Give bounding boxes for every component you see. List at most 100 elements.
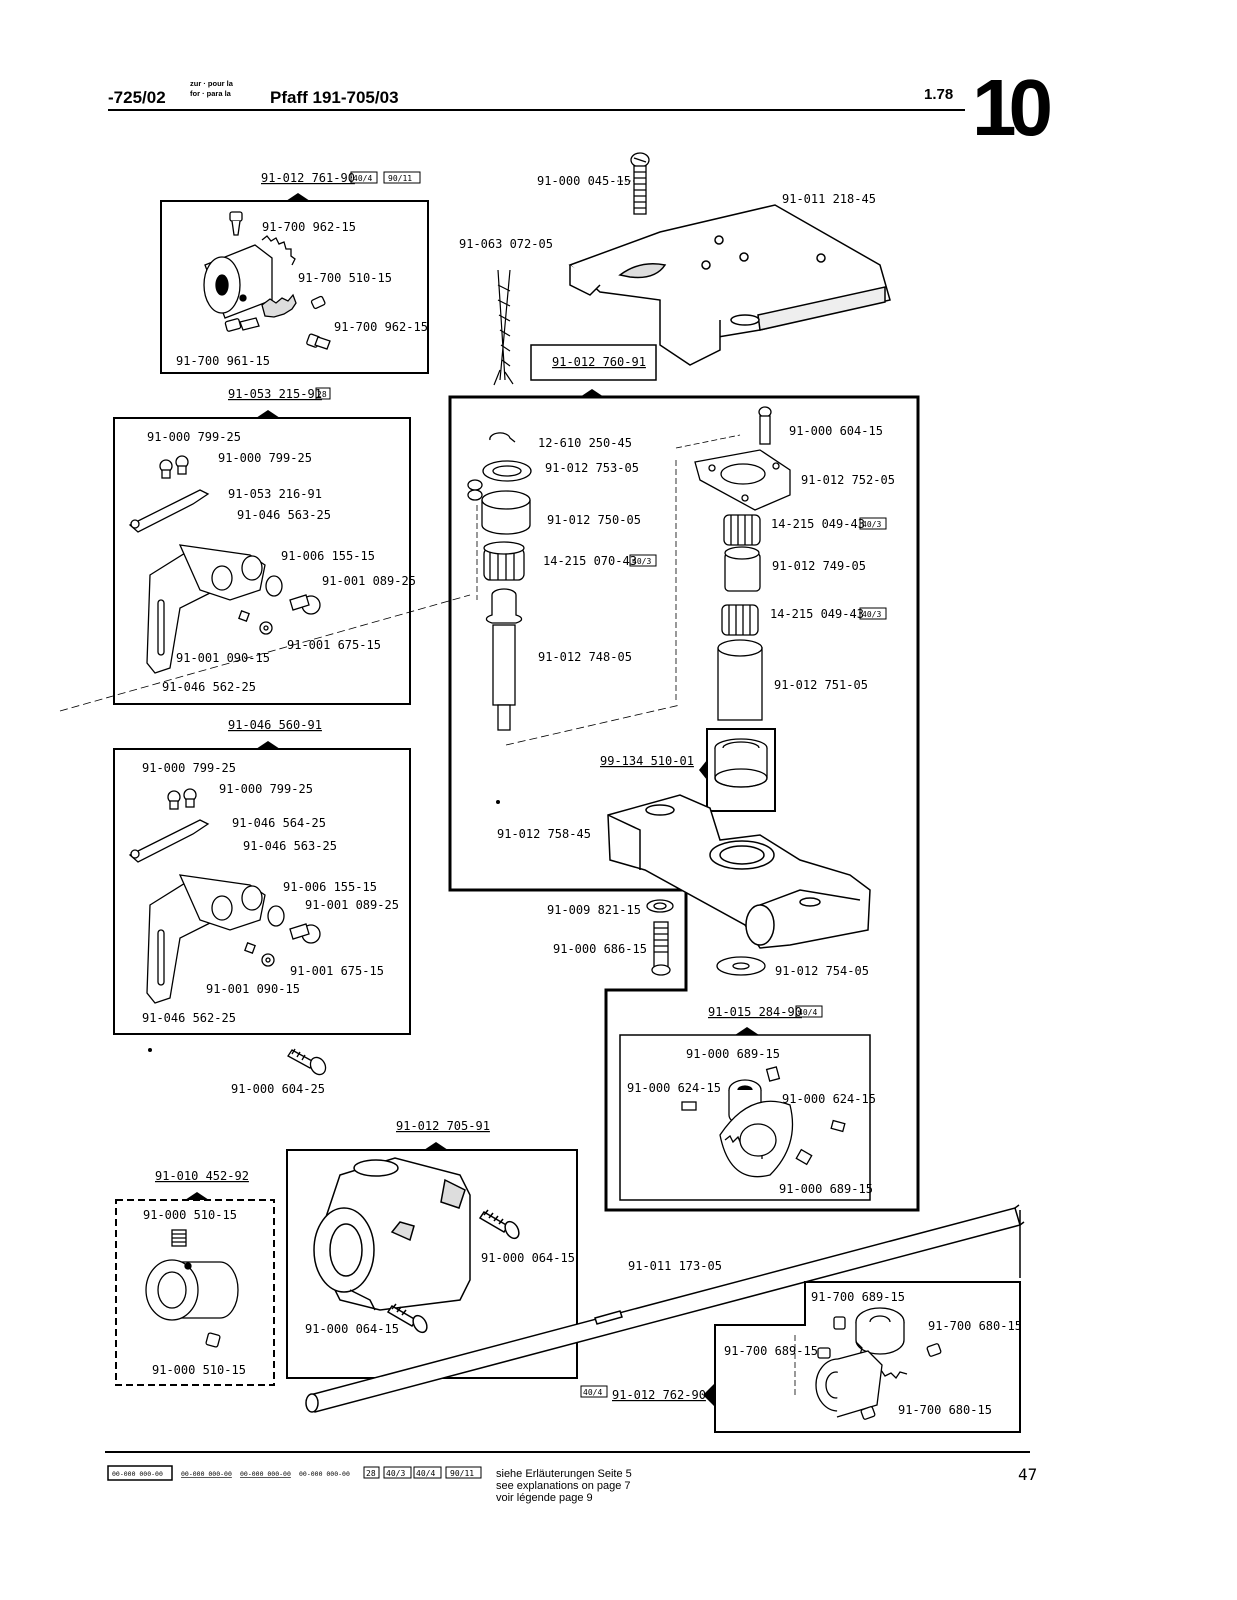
washer-screw-drawing [646,899,766,976]
legend-sample: 00-000 000-00 [181,1470,232,1478]
tag-label: 40/4 [798,1008,817,1017]
part-label: 91-700 689-15 [724,1344,818,1358]
tag-label: 90/11 [388,174,412,183]
assembly-91-046-560-91: 91-046 560-91 91-000 799-25 91-000 799-2… [113,718,411,1035]
part-label: 91-000 064-15 [305,1322,399,1336]
part-label: 91-000 045-15 [537,174,631,188]
part-label: 91-006 155-15 [281,549,375,563]
assembly-number: 91-012 762-90 [612,1388,706,1402]
tag-label: 40/3 [862,520,881,529]
part-label: 91-011 218-45 [782,192,876,206]
part-label: 91-009 821-15 [547,903,641,917]
part-label: 91-000 624-15 [782,1092,876,1106]
part-label: 91-000 689-15 [686,1047,780,1061]
page-group-number: 10 [972,63,1050,152]
needle-guard-bracket-drawing [128,788,321,1004]
top-plate-group: 91-000 045-15 91-011 218-45 91-063 072-0… [459,152,891,386]
pointer-triangle [735,1027,759,1035]
part-label: 91-046 564-25 [232,816,326,830]
ref-number: -725/02 [108,88,166,107]
tag-label: 40/3 [862,610,881,619]
tag-box [445,1466,482,1479]
part-label: 91-700 510-15 [298,271,392,285]
part-label: 91-046 562-25 [142,1011,236,1025]
part-label: 91-700 689-15 [811,1290,905,1304]
part-label: 91-700 680-15 [898,1403,992,1417]
crank-gear-drawing [815,1307,942,1420]
tag-box [629,554,657,567]
kit-number: 99-134 510-01 [600,754,694,768]
assembly-91-012-705-91: 91-012 705-91 91-000 064-15 91-000 064-1… [286,1119,578,1379]
assembly-number: 91-053 215-91 [228,387,322,401]
part-label: 91-000 510-15 [143,1208,237,1222]
note-fr: voir légende page 9 [496,1492,593,1504]
pointer-triangle [256,741,280,749]
legend-tag: 90/11 [450,1469,474,1478]
prep-line-2: for · para la [190,89,232,98]
tag-label: 40/3 [632,557,651,566]
part-label: 91-000 604-15 [789,424,883,438]
screw-drawing [630,152,650,215]
bevel-gear-drawing [681,1066,846,1178]
dashed-reference-line [59,594,471,712]
bevel-gear-collar-drawing [203,211,331,350]
assembly-number: 91-012 705-91 [396,1119,490,1133]
legend-tag: 28 [366,1469,376,1478]
pointer-triangle [699,760,707,780]
assembly-label-frame [530,344,657,381]
legend-tag: 40/3 [386,1469,405,1478]
part-label: 91-000 799-25 [142,761,236,775]
seal-ring-drawing [714,738,768,788]
part-label: 91-001 675-15 [290,964,384,978]
assembly-number: 91-015 284-90 [708,1005,802,1019]
part-label: 91-001 090-15 [176,651,270,665]
assembly-91-015-284-90: 91-015 284-90 40/4 91-000 689-15 91-000 … [619,1005,876,1201]
throat-plate-support-drawing [568,204,891,366]
part-label: 91-700 961-15 [176,354,270,368]
part-label: 91-700 680-15 [928,1319,1022,1333]
part-label: 91-000 799-25 [147,430,241,444]
tag-box [350,171,378,184]
page-footer: 00-000 000-00 00-000 000-00 00-000 000-0… [105,1451,1037,1504]
part-label: 14-215 049-43 [770,607,864,621]
pointer-triangle [580,389,604,397]
assembly-91-012-760-91: 91-012 760-91 [448,344,920,1212]
part-label: 91-012 752-05 [801,473,895,487]
part-label: 91-046 563-25 [237,508,331,522]
legend-sample: 00-000 000-00 [240,1470,291,1478]
assembly-number: 91-046 560-91 [228,718,322,732]
tag-box [859,517,887,530]
group-frame [448,395,920,1212]
assembly-number: 91-010 452-92 [155,1169,249,1183]
part-label: 91-001 089-25 [305,898,399,912]
part-label: 91-046 563-25 [243,839,337,853]
part-label: 91-700 962-15 [262,220,356,234]
prep-line-1: zur · pour la [190,79,234,88]
part-label: 91-046 562-25 [162,680,256,694]
legend-sample: 00-000 000-00 [112,1470,163,1478]
legend-framed-number [107,1465,173,1481]
pointer-triangle [424,1142,448,1150]
thread-wire-drawing [493,269,514,386]
part-label: 91-012 751-05 [774,678,868,692]
part-label: 91-012 758-45 [497,827,591,841]
part-label: 91-000 624-15 [627,1081,721,1095]
issue-date: 1.78 [924,86,953,103]
part-label: 91-000 604-25 [231,1082,325,1096]
legend-tag: 40/4 [416,1469,435,1478]
part-label: 91-000 064-15 [481,1251,575,1265]
group-frame [113,748,411,1035]
tag-box [383,171,421,184]
note-en: see explanations on page 7 [496,1480,631,1492]
part-label: 91-012 750-05 [547,513,641,527]
pointer-triangle [286,193,310,201]
tag-box [315,387,331,400]
bearing-housing-drawing [313,1157,520,1334]
needle-bar-bushing-drawing [467,432,532,731]
part-label: 91-001 675-15 [287,638,381,652]
part-label: 91-012 749-05 [772,559,866,573]
assembly-number: 91-012 760-91 [552,355,646,369]
shaft-group: 91-011 173-05 [305,1204,1025,1413]
part-label: 14-215 049-43 [771,517,865,531]
